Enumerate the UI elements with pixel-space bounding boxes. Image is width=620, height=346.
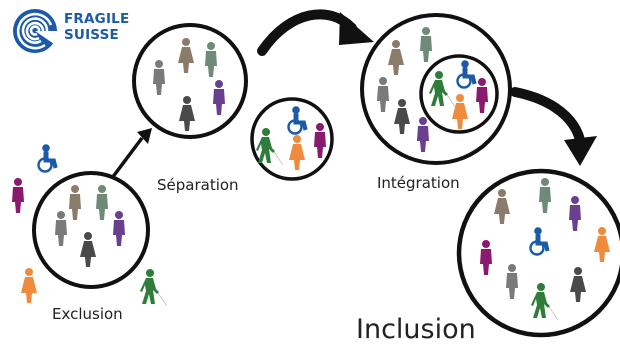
arrow-separation-to-integration xyxy=(257,9,357,56)
logo-line-2: SUISSE xyxy=(64,27,119,43)
stage-label-integration: Intégration xyxy=(377,174,460,192)
stage-label-exclusion: Exclusion xyxy=(52,305,123,323)
arrow-integration-to-inclusion xyxy=(510,87,585,145)
logo-icon xyxy=(13,9,57,53)
separation-small-circle xyxy=(250,97,334,181)
person-icon xyxy=(12,178,24,213)
logo-line-1: FRAGILE xyxy=(64,11,130,27)
separation-group xyxy=(132,23,334,181)
stage-label-inclusion: Inclusion xyxy=(356,314,476,345)
logo-text: FRAGILE SUISSE xyxy=(64,11,129,43)
exclusion-group xyxy=(12,143,168,307)
exclusion-circle xyxy=(32,171,150,289)
person-with-cane-icon xyxy=(139,268,168,307)
inclusion-group xyxy=(456,168,620,338)
stage-label-separation: Séparation xyxy=(157,176,239,194)
integration-group xyxy=(360,13,512,165)
wheelchair-icon xyxy=(37,143,59,173)
person-icon xyxy=(21,268,37,303)
arrow-exclusion-to-separation xyxy=(110,136,144,180)
